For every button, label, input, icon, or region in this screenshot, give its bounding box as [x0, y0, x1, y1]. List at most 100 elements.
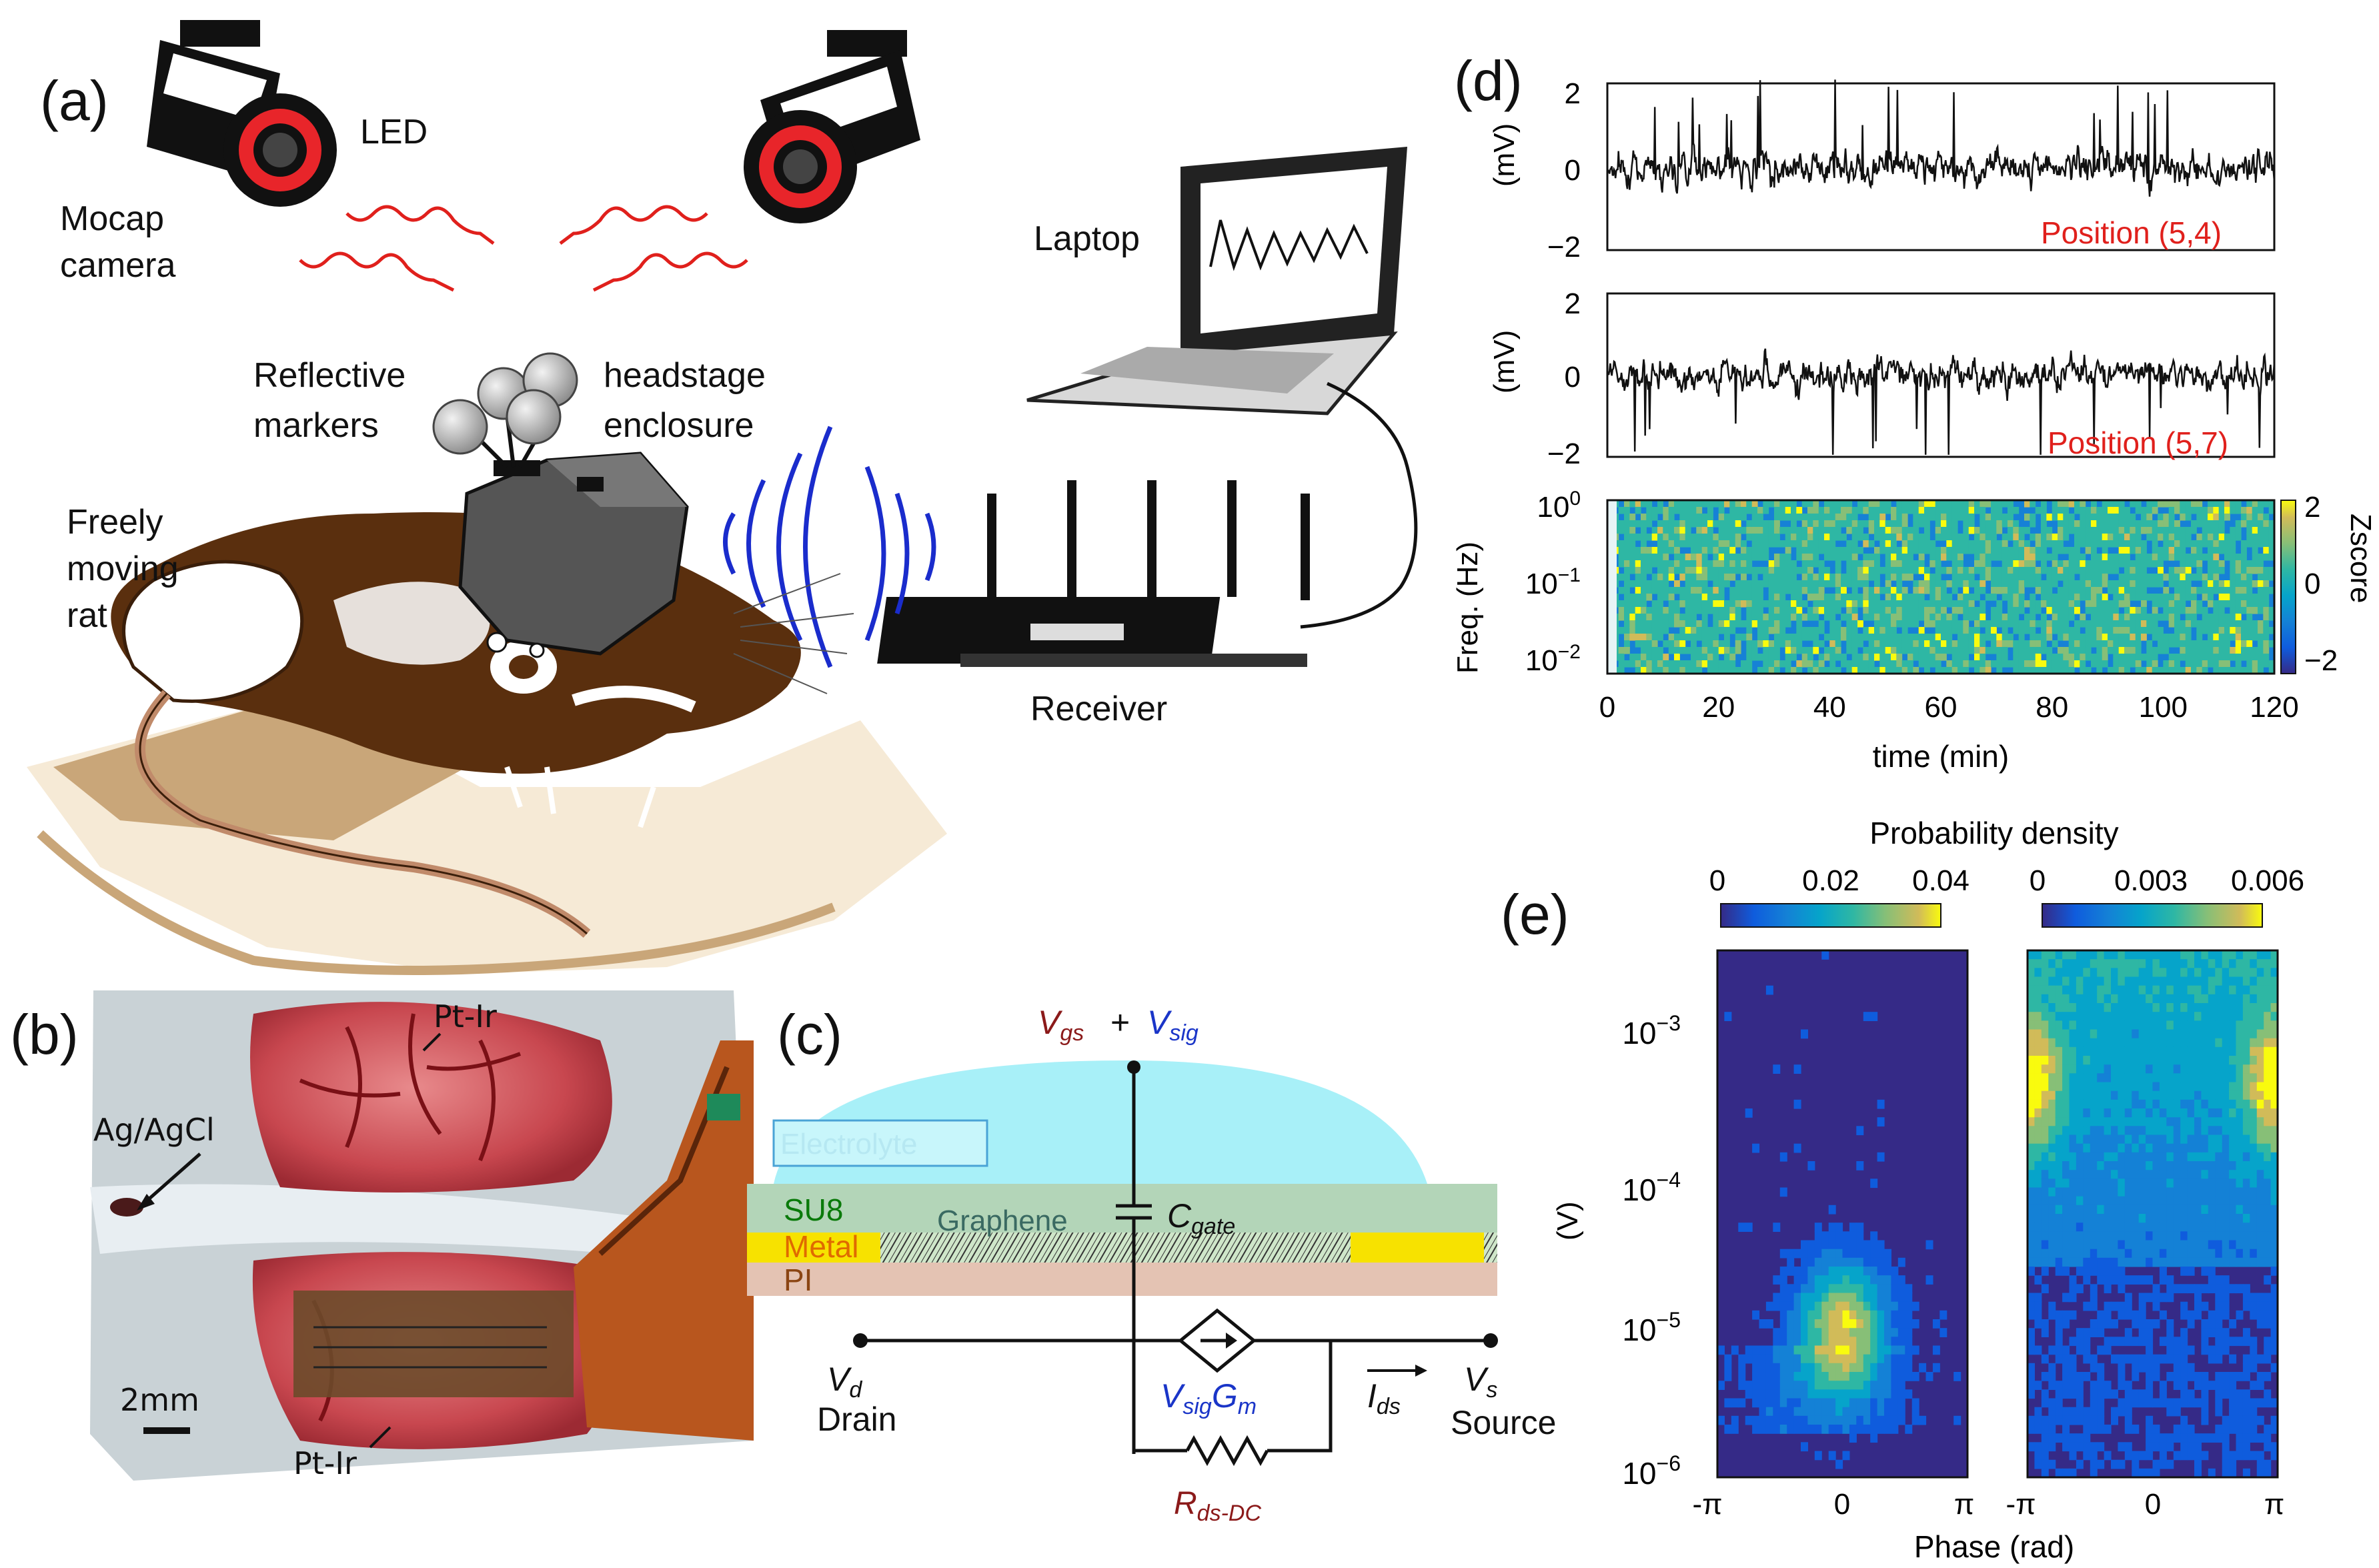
spectrogram-cell	[2135, 614, 2142, 621]
heatR-cell	[2173, 1354, 2181, 1364]
heatR-cell	[2132, 1205, 2140, 1215]
spectrogram-cell	[1713, 647, 1719, 654]
heatL-cell	[1849, 1398, 1857, 1408]
heatL-cell	[1953, 1372, 1961, 1381]
spectrogram-cell	[1796, 547, 1803, 554]
heatR-cell	[2256, 1117, 2264, 1126]
heatL-cell	[1793, 1143, 1801, 1153]
heatR-cell	[2166, 1064, 2174, 1074]
spectrogram-cell	[2135, 667, 2142, 674]
heatL-cell	[1856, 1240, 1864, 1250]
spectrogram-cell	[1807, 514, 1813, 521]
heatR-cell	[2242, 1398, 2250, 1408]
spectrogram-cell	[1918, 560, 1925, 568]
heatR-cell	[2104, 1108, 2112, 1118]
spectrogram-cell	[1724, 560, 1730, 568]
heatR-cell	[2229, 1398, 2237, 1408]
heatR-cell	[2166, 1354, 2174, 1364]
heatR-cell	[2090, 1090, 2098, 1100]
spectrogram-cell	[2058, 607, 2064, 614]
spectrogram-cell	[1624, 560, 1630, 568]
spectrogram-cell	[1885, 647, 1891, 654]
heatR-cell	[2187, 1284, 2195, 1294]
heatR-cell	[2097, 1398, 2105, 1408]
spectrogram-cell	[1896, 507, 1903, 514]
spectrogram-cell	[2135, 634, 2142, 641]
heatR-cell	[2118, 1205, 2126, 1215]
spectrogram-cell	[2108, 534, 2114, 541]
heatR-cell	[2208, 976, 2216, 986]
heatR-cell	[2034, 1012, 2042, 1021]
heatR-cell	[2138, 1064, 2146, 1074]
heatR-cell	[2194, 985, 2202, 995]
heatR-cell	[2229, 1099, 2237, 1109]
spectrogram-cell	[2068, 554, 2075, 561]
heatR-cell	[2194, 1398, 2202, 1408]
heatL-cell	[1877, 1117, 1885, 1126]
heatL-cell	[1849, 1328, 1857, 1337]
spectrogram-cell	[2174, 654, 2180, 661]
spectrogram-cell	[2146, 507, 2153, 514]
spectrogram-cell	[2080, 540, 2086, 548]
spectrogram-cell	[1979, 554, 1986, 561]
heatL-cell	[1870, 1310, 1878, 1320]
heatL-cell	[1801, 1425, 1808, 1434]
spectrogram-cell	[2108, 567, 2114, 574]
spectrogram-cell	[2246, 607, 2253, 614]
heatL-cell	[1863, 1337, 1871, 1347]
heatL-cell	[1779, 1363, 1787, 1373]
spectrogram-cell	[1868, 600, 1875, 608]
heatR-cell	[2041, 1056, 2049, 1065]
heatR-cell	[2229, 1090, 2237, 1100]
heatR-cell	[2236, 1240, 2244, 1250]
spectrogram-cell	[1713, 547, 1719, 554]
spectrogram-cell	[1846, 500, 1853, 508]
heatR-cell	[2146, 1257, 2154, 1267]
spectrogram-cell	[1729, 667, 1736, 674]
spectrogram-cell	[2013, 660, 2020, 668]
heatR-cell	[2256, 1029, 2264, 1039]
spectrogram-cell	[2180, 560, 2186, 568]
heatR-cell	[2041, 1117, 2049, 1126]
heatL-cell	[1793, 1407, 1801, 1417]
prob-density-title: Probability density	[1869, 816, 2118, 850]
heatL-cell	[1759, 1381, 1767, 1390]
heatL-cell	[1787, 1284, 1795, 1294]
spectrogram-cell	[1846, 627, 1853, 634]
spectrogram-cell	[2041, 527, 2047, 534]
heatL-cell	[1731, 1345, 1739, 1355]
heatR-cell	[2152, 1293, 2160, 1303]
spectrogram-cell	[1768, 580, 1775, 588]
heatR-cell	[2083, 1108, 2091, 1118]
spectrogram-cell	[2052, 507, 2058, 514]
heatR-cell	[2250, 1082, 2258, 1092]
spectrogram-cell	[1668, 534, 1675, 541]
spectrogram-cell	[1713, 614, 1719, 621]
spectrogram-cell	[2141, 527, 2147, 534]
heatR-cell	[2194, 1196, 2202, 1206]
spectrogram-cell	[2263, 500, 2270, 508]
spectrogram-cell	[2046, 607, 2053, 614]
spectrogram-cell	[2235, 627, 2242, 634]
spectrogram-cell	[1735, 667, 1741, 674]
spectrogram-cell	[1896, 667, 1903, 674]
heatR-cell	[2028, 1179, 2035, 1189]
spectrogram-cell	[1729, 614, 1736, 621]
spectrogram-cell	[1863, 594, 1869, 601]
heatL-cell	[1779, 1398, 1787, 1408]
heatR-cell	[2097, 976, 2105, 986]
spectrogram-cell	[2135, 540, 2142, 548]
heatR-cell	[2097, 1459, 2105, 1469]
heatR-cell	[2069, 1082, 2077, 1092]
spectrogram-cell	[1674, 614, 1680, 621]
panel-b: (b) Pt-Ir	[10, 990, 754, 1481]
spectrogram-cell	[2224, 554, 2230, 561]
spectrogram-cell	[1618, 614, 1625, 621]
heatR-cell	[2055, 1090, 2063, 1100]
spectrogram-cell	[2096, 607, 2103, 614]
spectrogram-cell	[2268, 500, 2275, 508]
spectrogram-cell	[1691, 654, 1697, 661]
heatR-cell	[2222, 1038, 2230, 1048]
heatR-cell	[2048, 1003, 2056, 1012]
spectrogram-cell	[2163, 634, 2170, 641]
